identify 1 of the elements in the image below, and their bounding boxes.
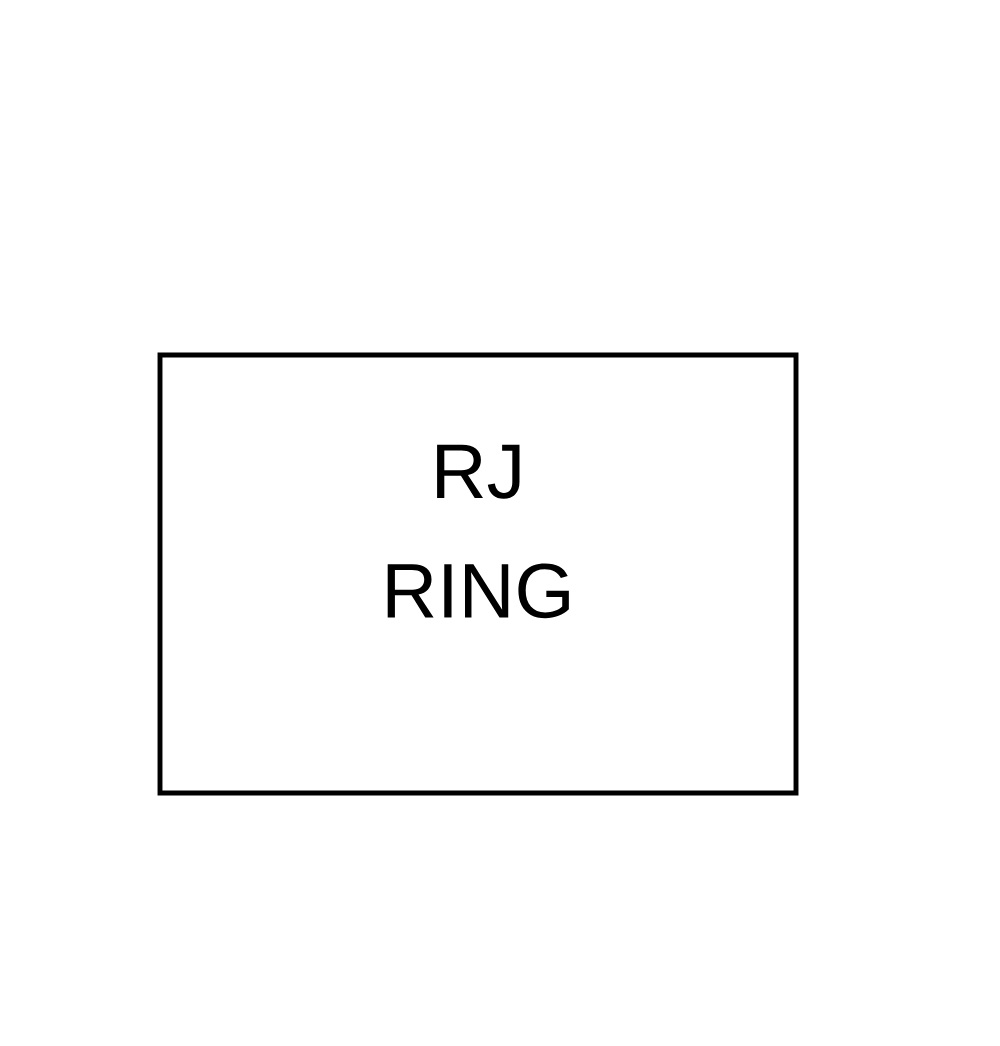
text-box: RJ RING [157,352,799,796]
